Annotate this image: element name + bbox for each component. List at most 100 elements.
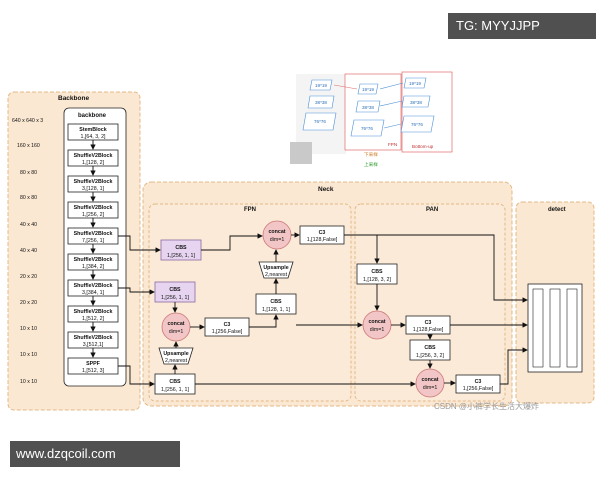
size-label: 10 x 10: [20, 352, 37, 358]
svg-text:concat: concat: [368, 319, 385, 325]
cbs-node-2: CBS 1,[256, 1, 1]: [154, 281, 196, 303]
svg-text:ShuffleV2Block: ShuffleV2Block: [74, 179, 113, 185]
detect-head-3: [566, 288, 578, 368]
cbs-node-1: CBS 1,[256, 1, 1]: [160, 239, 202, 261]
svg-text:1,[512, 3]: 1,[512, 3]: [82, 368, 105, 374]
svg-text:ShuffleV2Block: ShuffleV2Block: [74, 283, 113, 289]
inset-label: 19*19: [409, 81, 421, 86]
neck-connections: [118, 232, 528, 387]
svg-text:C3: C3: [425, 320, 432, 326]
svg-text:1,[128,False]: 1,[128,False]: [413, 327, 444, 333]
svg-text:ShuffleV2Block: ShuffleV2Block: [74, 205, 113, 211]
watermark-bottom: www.dzqcoil.com: [10, 441, 180, 467]
concat-node-3: concat dim=1: [362, 310, 392, 340]
inset-legend-up: 下采样: [364, 151, 378, 158]
backbone-block-3: ShuffleV2Block 1,[256, 2]: [67, 201, 119, 219]
svg-text:1,[128, 2]: 1,[128, 2]: [82, 160, 105, 166]
svg-text:CBS: CBS: [424, 345, 436, 351]
inset-label: 76*76: [361, 126, 373, 131]
inset-diagram: 19*19 38*38 76*76 19*19 38*38 76*76 FPN …: [290, 71, 453, 168]
svg-text:StemBlock: StemBlock: [79, 127, 106, 133]
svg-text:1,[256, 1, 1]: 1,[256, 1, 1]: [161, 295, 190, 301]
pan-panel: [354, 203, 506, 402]
svg-text:1,[512, 2]: 1,[512, 2]: [82, 316, 105, 322]
size-label: 10 x 10: [20, 379, 37, 385]
c3-node-4: C3 1,[256,False]: [455, 374, 501, 394]
svg-text:Upsample: Upsample: [163, 351, 188, 357]
backbone-block-2: ShuffleV2Block 3,[128, 1]: [67, 175, 119, 193]
svg-text:2,nearest: 2,nearest: [165, 358, 188, 364]
c3-node-2: C3 1,[128,False]: [299, 225, 345, 245]
concat-node-1: concat dim=1: [161, 312, 191, 342]
detect-head-2: [549, 288, 561, 368]
watermark-top: TG: MYYJJPP: [448, 13, 596, 39]
svg-text:C3: C3: [475, 379, 482, 385]
svg-text:1,[256,False]: 1,[256,False]: [463, 386, 494, 392]
svg-text:CBS: CBS: [169, 287, 181, 293]
inset-fpn-label: FPN: [388, 142, 397, 147]
backbone-block-7: ShuffleV2Block 1,[512, 2]: [67, 305, 119, 323]
inset-photo: [290, 142, 312, 164]
size-label: 160 x 160: [17, 143, 40, 149]
svg-text:1,[128, 1, 1]: 1,[128, 1, 1]: [262, 307, 291, 313]
svg-text:ShuffleV2Block: ShuffleV2Block: [74, 153, 113, 159]
detect-title: detect: [548, 207, 566, 213]
csdn-watermark: CSDN @小裤学长生活大爆炸: [434, 401, 539, 411]
svg-text:1,[256,False]: 1,[256,False]: [212, 329, 243, 335]
svg-text:dim=1: dim=1: [423, 385, 438, 391]
concat-node-4: concat dim=1: [415, 368, 445, 398]
size-label: 40 x 40: [20, 248, 37, 254]
svg-text:SPPF: SPPF: [86, 361, 101, 367]
svg-text:2,nearest: 2,nearest: [265, 272, 288, 278]
backbone-block-sppf: SPPF 1,[512, 3]: [67, 357, 119, 375]
backbone-inner-title: backbone: [78, 113, 107, 119]
svg-text:C3: C3: [224, 322, 231, 328]
size-label: 80 x 80: [20, 170, 37, 176]
size-label: 20 x 20: [20, 300, 37, 306]
svg-text:dim=1: dim=1: [370, 327, 385, 333]
fpn-title: FPN: [244, 207, 256, 213]
cbs-node-4: CBS 1,[128, 1, 1]: [255, 293, 297, 315]
size-label: 640 x 640 x 3: [12, 118, 43, 124]
size-label: 80 x 80: [20, 195, 37, 201]
size-label: 20 x 20: [20, 274, 37, 280]
cbs-node-6: CBS 1,[256, 3, 2]: [409, 339, 451, 361]
svg-text:1,[128,False]: 1,[128,False]: [307, 237, 338, 243]
backbone-title: Backbone: [58, 95, 89, 102]
cbs-node-5: CBS 1,[128, 3, 2]: [356, 263, 398, 285]
svg-text:3,[384, 1]: 3,[384, 1]: [82, 290, 105, 296]
inset-label: 76*76: [411, 122, 423, 127]
svg-text:CBS: CBS: [175, 245, 187, 251]
c3-node-3: C3 1,[128,False]: [405, 315, 451, 335]
size-label: 40 x 40: [20, 222, 37, 228]
c3-node-1: C3 1,[256,False]: [204, 317, 250, 337]
svg-text:1,[256, 1, 1]: 1,[256, 1, 1]: [161, 387, 190, 393]
svg-text:Upsample: Upsample: [263, 265, 288, 271]
svg-text:ShuffleV2Block: ShuffleV2Block: [74, 231, 113, 237]
backbone-block-6: ShuffleV2Block 3,[384, 1]: [67, 279, 119, 297]
svg-text:ShuffleV2Block: ShuffleV2Block: [74, 335, 113, 341]
inset-bu-label: Bottom-up: [412, 144, 434, 149]
svg-text:ShuffleV2Block: ShuffleV2Block: [74, 257, 113, 263]
svg-text:dim=1: dim=1: [169, 329, 184, 335]
backbone-block-stem: StemBlock 1,[64, 3, 2]: [67, 123, 119, 141]
svg-text:concat: concat: [268, 229, 285, 235]
pan-title: PAN: [426, 207, 438, 213]
inset-label: 19*19: [315, 83, 327, 88]
svg-text:concat: concat: [421, 377, 438, 383]
detect-head-1: [532, 288, 544, 368]
svg-text:1,[384, 2]: 1,[384, 2]: [82, 264, 105, 270]
backbone-block-5: ShuffleV2Block 1,[384, 2]: [67, 253, 119, 271]
inset-label: 38*38: [362, 105, 374, 110]
svg-text:CBS: CBS: [371, 269, 383, 275]
svg-text:3,[128, 1]: 3,[128, 1]: [82, 186, 105, 192]
backbone-block-4: ShuffleV2Block 7,[256, 1]: [67, 227, 119, 245]
svg-text:ShuffleV2Block: ShuffleV2Block: [74, 309, 113, 315]
svg-text:1,[64, 3, 2]: 1,[64, 3, 2]: [80, 134, 106, 140]
svg-text:CBS: CBS: [169, 379, 181, 385]
svg-text:CBS: CBS: [270, 299, 282, 305]
backbone-block-1: ShuffleV2Block 1,[128, 2]: [67, 149, 119, 167]
upsample-node-2: Upsample 2,nearest: [258, 261, 294, 279]
svg-text:1,[256, 2]: 1,[256, 2]: [82, 212, 105, 218]
